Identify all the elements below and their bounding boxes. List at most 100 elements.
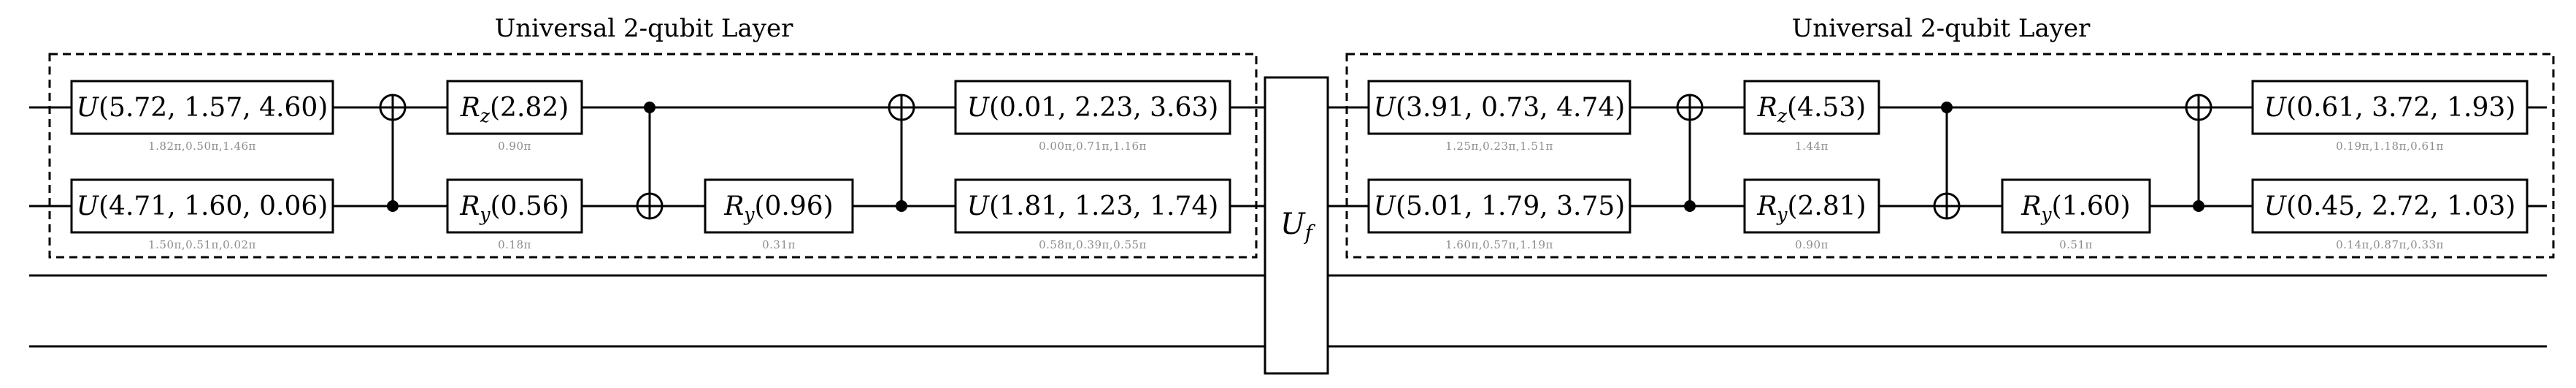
gate-box <box>446 178 583 234</box>
gate-args: (5.01, 1.79, 3.75) <box>1396 191 1625 221</box>
gate-box <box>2001 178 2151 234</box>
gate-label: Ry(0.56) <box>459 191 569 225</box>
gate-u-bot-out: U(0.45, 2.72, 1.03) 0.14π,0.87π,0.33π <box>2251 178 2529 251</box>
oracle-uf: Uf <box>1264 76 1329 375</box>
gate-name: U <box>967 191 991 221</box>
gate-subscript: y <box>743 204 755 225</box>
gate-ry2: Ry(0.96)0.31π <box>704 178 854 251</box>
gate-args: (2.82) <box>490 93 569 123</box>
layer-title: Universal 2-qubit Layer <box>1792 14 2091 43</box>
gate-name: R <box>1757 93 1777 123</box>
gate-u-bot-out: U(1.81, 1.23, 1.74) 0.58π,0.39π,0.55π <box>954 178 1231 251</box>
gate-name: U <box>77 191 100 221</box>
gate-subscript: y <box>2040 204 2052 225</box>
gate-param-note: 0.90π <box>498 140 531 153</box>
gate-name: R <box>2021 191 2041 221</box>
gate-param-note: 0.19π,1.18π,0.61π <box>2336 140 2444 153</box>
gate-label: U(5.72, 1.57, 4.60) <box>77 93 328 123</box>
control-dot <box>1941 102 1953 113</box>
gate-name: R <box>460 93 480 123</box>
gate-param-note: 0.14π,0.87π,0.33π <box>2336 238 2444 251</box>
control-dot <box>2193 200 2204 212</box>
gate-ry1: Ry(2.81) 0.90π <box>1743 178 1880 251</box>
control-dot <box>896 200 907 212</box>
gate-subscript: y <box>479 204 491 225</box>
gate-param-note: 1.44π <box>1795 140 1829 153</box>
gate-box <box>954 178 1231 234</box>
gate-label: Ry(0.96) <box>723 191 833 225</box>
gate-rz: Rz(4.53)1.44π <box>1743 80 1880 153</box>
cnot-1-gate <box>1676 94 1704 212</box>
gate-box <box>70 80 334 135</box>
gate-name: U <box>2264 191 2288 221</box>
gate-args: (0.61, 3.72, 1.93) <box>2286 93 2515 123</box>
gate-name: R <box>723 191 744 221</box>
gate-label: U(0.01, 2.23, 3.63) <box>967 93 1219 123</box>
gate-label: U(0.45, 2.72, 1.03) <box>2264 191 2516 221</box>
gate-param-note: 1.25π,0.23π,1.51π <box>1445 140 1553 153</box>
gate-box <box>1743 80 1880 135</box>
gate-name: U <box>2264 93 2288 123</box>
gate-u-top-in: U(5.72, 1.57, 4.60) 1.82π,0.50π,1.46π <box>70 80 334 153</box>
cnot-2-gate <box>636 102 664 220</box>
gate-label: Ry(2.81) <box>1756 191 1866 225</box>
gate-u-bot-in: U(5.01, 1.79, 3.75) 1.60π,0.57π,1.19π <box>1367 178 1631 251</box>
cnot-3-gate <box>2185 94 2212 212</box>
gate-u-bot-in: U(4.71, 1.60, 0.06) 1.50π,0.51π,0.02π <box>70 178 334 251</box>
gate-param-note: 0.51π <box>2059 238 2093 251</box>
gate-label: U(5.01, 1.79, 3.75) <box>1374 191 1626 221</box>
gate-param-note: 0.90π <box>1795 238 1829 251</box>
gate-box <box>1367 80 1631 135</box>
gate-u-top-out: U(0.01, 2.23, 3.63) 0.00π,0.71π,1.16π <box>954 80 1231 153</box>
gate-label: Ry(1.60) <box>2021 191 2130 225</box>
gate-box <box>2251 80 2529 135</box>
gate-name: R <box>1756 191 1777 221</box>
oracle-box <box>1264 76 1329 375</box>
gate-args: (0.96) <box>754 191 833 221</box>
gate-box <box>954 80 1231 135</box>
gate-box <box>2251 178 2529 234</box>
gate-param-note: 1.50π,0.51π,0.02π <box>148 238 256 251</box>
gate-u-top-out: U(0.61, 3.72, 1.93) 0.19π,1.18π,0.61π <box>2251 80 2529 153</box>
gate-name: U <box>77 93 100 123</box>
gate-args: (0.01, 2.23, 3.63) <box>989 93 1218 123</box>
gate-u-top-in: U(3.91, 0.73, 4.74) 1.25π,0.23π,1.51π <box>1367 80 1631 153</box>
gate-box <box>704 178 854 234</box>
gate-ry1: Ry(0.56) 0.18π <box>446 178 583 251</box>
gate-subscript: z <box>480 105 491 126</box>
gate-args: (1.60) <box>2051 191 2130 221</box>
gate-args: (2.81) <box>1787 191 1866 221</box>
gate-name: R <box>459 191 480 221</box>
cnot-2-gate <box>1933 102 1961 220</box>
gate-args: (0.45, 2.72, 1.03) <box>2286 191 2515 221</box>
gate-box <box>1743 178 1880 234</box>
gate-label: U(4.71, 1.60, 0.06) <box>77 191 328 221</box>
gate-param-note: 0.00π,0.71π,1.16π <box>1039 140 1147 153</box>
gate-args: (1.81, 1.23, 1.74) <box>989 191 1218 221</box>
gate-box <box>70 178 334 234</box>
gate-box <box>1367 178 1631 234</box>
gate-name: U <box>1374 191 1397 221</box>
gate-param-note: 1.60π,0.57π,1.19π <box>1445 238 1553 251</box>
gate-param-note: 0.58π,0.39π,0.55π <box>1039 238 1147 251</box>
gate-label: U(3.91, 0.73, 4.74) <box>1374 93 1626 123</box>
gate-args: (5.72, 1.57, 4.60) <box>99 93 328 123</box>
gate-args: (4.53) <box>1787 93 1866 123</box>
cnot-3-gate <box>888 94 915 212</box>
gate-args: (0.56) <box>490 191 569 221</box>
gate-param-note: 0.18π <box>498 238 531 251</box>
gate-subscript: y <box>1776 204 1788 225</box>
cnot-1-gate <box>379 94 407 212</box>
control-dot <box>1684 200 1696 212</box>
layer-title: Universal 2-qubit Layer <box>495 14 793 43</box>
gate-args: (3.91, 0.73, 4.74) <box>1396 93 1625 123</box>
gate-param-note: 1.82π,0.50π,1.46π <box>148 140 256 153</box>
gate-box <box>446 80 583 135</box>
gate-name: U <box>1374 93 1397 123</box>
control-dot <box>644 102 655 113</box>
gate-rz: Rz(2.82) 0.90π <box>446 80 583 153</box>
control-dot <box>387 200 399 212</box>
